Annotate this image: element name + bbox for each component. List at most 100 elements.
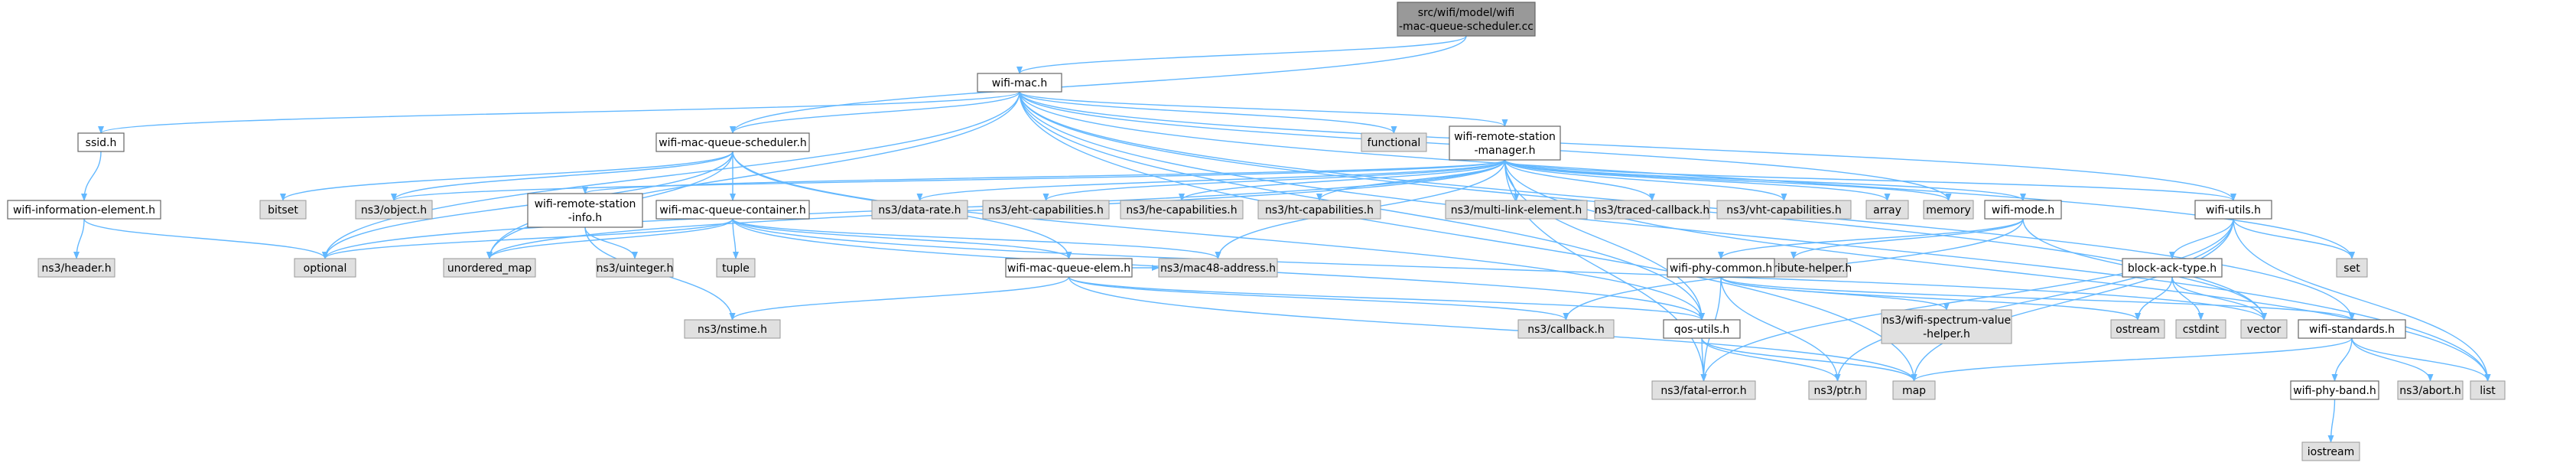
node-label: array xyxy=(1873,204,1901,217)
node-box xyxy=(77,132,125,152)
node-fatal: ns3/fatal-error.h xyxy=(1651,380,1756,400)
node-callback: ns3/callback.h xyxy=(1517,319,1615,339)
node-box xyxy=(2298,319,2406,339)
node-box xyxy=(1716,200,1852,220)
node-box xyxy=(2110,319,2165,339)
edge-wrsm-to-datarate xyxy=(916,159,1506,201)
node-box xyxy=(1158,258,1278,278)
node-label: memory xyxy=(1926,204,1971,217)
node-wrsi[interactable]: wifi-remote-station-info.h xyxy=(527,193,643,228)
edge-root-to-wmqs xyxy=(730,35,1467,134)
node-bat[interactable]: block-ack-type.h xyxy=(2122,258,2223,278)
node-label: ostream xyxy=(2116,324,2160,336)
node-wifiutils[interactable]: wifi-utils.h xyxy=(2194,200,2272,220)
node-label: wifi-mac-queue-scheduler.h xyxy=(659,137,807,149)
edge-wrsi-to-uinteger xyxy=(584,226,638,259)
edge-wmqe-to-qos xyxy=(1068,276,1705,321)
edge-wifiie-to-header xyxy=(73,218,85,259)
node-functional: functional xyxy=(1361,132,1427,152)
node-wpb[interactable]: wifi-phy-band.h xyxy=(2290,380,2379,400)
node-label: ns3/callback.h xyxy=(1527,324,1604,336)
node-wstd[interactable]: wifi-standards.h xyxy=(2298,319,2406,339)
node-box xyxy=(2336,258,2368,278)
node-label: ns3/he-capabilities.h xyxy=(1126,204,1237,217)
node-datarate: ns3/data-rate.h xyxy=(871,200,968,220)
node-object: ns3/object.h xyxy=(355,200,433,220)
node-label: ns3/vht-capabilities.h xyxy=(1726,204,1841,217)
node-memory: memory xyxy=(1923,200,1974,220)
edge-wifimac-to-wrsm xyxy=(1019,91,1508,127)
node-label: ns3/eht-capabilities.h xyxy=(988,204,1104,217)
node-box xyxy=(977,73,1062,93)
node-box xyxy=(2122,258,2223,278)
node-label: qos-utils.h xyxy=(1674,324,1730,336)
edge-wifimac-to-optional xyxy=(322,91,1020,259)
node-wpc[interactable]: wifi-phy-common.h xyxy=(1667,258,1775,278)
node-box xyxy=(1120,200,1244,220)
edge-wifiie-to-optional xyxy=(83,218,328,259)
node-box xyxy=(655,132,810,152)
node-traced: ns3/traced-callback.h xyxy=(1594,200,1710,220)
node-label: ns3/traced-callback.h xyxy=(1595,204,1710,217)
node-label: optional xyxy=(304,262,347,275)
node-ptr: ns3/ptr.h xyxy=(1808,380,1867,400)
node-box xyxy=(1257,200,1381,220)
node-box xyxy=(527,193,643,228)
node-wmqe[interactable]: wifi-mac-queue-elem.h xyxy=(1005,258,1133,278)
node-nstime: ns3/nstime.h xyxy=(684,319,781,339)
edge-wifimode-to-wpc xyxy=(1718,218,2024,259)
node-box xyxy=(355,200,433,220)
node-ostream: ostream xyxy=(2110,319,2165,339)
node-label: functional xyxy=(1368,137,1421,149)
edge-wmqe-to-callback xyxy=(1068,276,1569,321)
node-box xyxy=(1651,380,1756,400)
edge-wmqc-to-tuple xyxy=(732,218,739,259)
edge-wpc-to-wsvh xyxy=(1720,276,1950,311)
node-vht: ns3/vht-capabilities.h xyxy=(1716,200,1852,220)
node-label: wifi-utils.h xyxy=(2206,204,2261,217)
node-qos[interactable]: qos-utils.h xyxy=(1663,319,1741,339)
node-box xyxy=(2194,200,2272,220)
node-list: list xyxy=(2470,380,2506,400)
edge-wifimac-to-wifiutils xyxy=(1019,91,2236,201)
edge-wifimac-to-ssid xyxy=(98,91,1020,134)
node-label: wifi-mac-queue-elem.h xyxy=(1007,262,1130,275)
node-iostream: iostream xyxy=(2301,441,2360,461)
node-wmqs[interactable]: wifi-mac-queue-scheduler.h xyxy=(655,132,810,152)
edge-wpc-to-ptr xyxy=(1720,276,1841,382)
node-map: map xyxy=(1892,380,1936,400)
node-label: ns3/ht-capabilities.h xyxy=(1265,204,1374,217)
edge-wstd-to-abort xyxy=(2351,337,2434,382)
node-wifiie[interactable]: wifi-information-element.h xyxy=(7,200,161,220)
node-wmqc[interactable]: wifi-mac-queue-container.h xyxy=(655,200,810,220)
node-label: list xyxy=(2480,385,2496,397)
edge-wrsm-to-he xyxy=(1179,159,1506,201)
node-label: wifi-phy-band.h xyxy=(2293,385,2376,397)
node-label: vector xyxy=(2247,324,2282,336)
node-mle: ns3/multi-link-element.h xyxy=(1445,200,1588,220)
node-box xyxy=(1663,319,1741,339)
node-bitset: bitset xyxy=(259,200,307,220)
edge-wrsm-to-qos xyxy=(1504,159,1705,321)
edge-wrsm-to-wifimode xyxy=(1504,159,2026,201)
node-label: wifi-mac-queue-container.h xyxy=(659,204,805,217)
node-wifimode[interactable]: wifi-mode.h xyxy=(1984,200,2062,220)
node-label: ssid.h xyxy=(86,137,117,149)
node-box xyxy=(2301,441,2360,461)
node-box xyxy=(2175,319,2226,339)
node-label: bitset xyxy=(268,204,298,217)
node-box xyxy=(1449,125,1561,161)
node-wifimac[interactable]: wifi-mac.h xyxy=(977,73,1062,93)
node-ssid[interactable]: ssid.h xyxy=(77,132,125,152)
node-wrsm[interactable]: wifi-remote-station-manager.h xyxy=(1449,125,1561,161)
node-box xyxy=(655,200,810,220)
edge-wmqs-to-object xyxy=(391,151,733,201)
node-label: ns3/multi-link-element.h xyxy=(1451,204,1582,217)
edge-qos-to-fatal xyxy=(1700,337,1707,382)
edge-wrsm-to-wrsi xyxy=(582,159,1506,194)
node-root[interactable]: src/wifi/model/wifi-mac-queue-scheduler.… xyxy=(1397,2,1536,37)
node-cstdint: cstdint xyxy=(2175,319,2226,339)
node-box xyxy=(596,258,674,278)
node-box xyxy=(37,258,115,278)
node-box xyxy=(2397,380,2464,400)
